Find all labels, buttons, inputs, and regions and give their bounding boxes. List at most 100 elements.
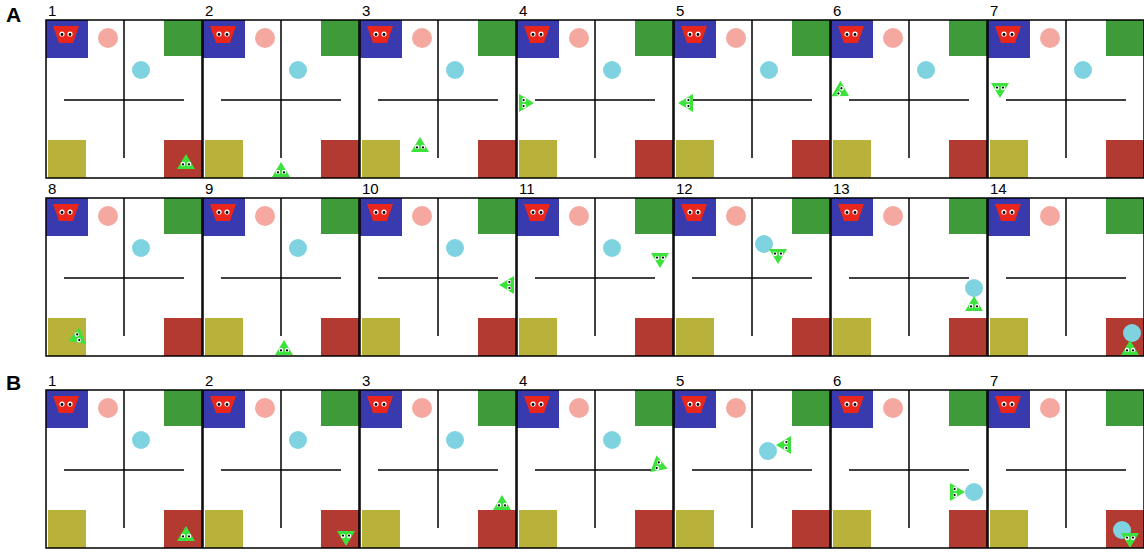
green-agent [519,94,534,112]
blue-square [46,198,88,236]
panel-border [988,198,1144,356]
olive-square [519,140,557,178]
frame-number: 6 [833,373,841,388]
cyan-ball [289,431,307,449]
green-square [949,198,987,234]
green-square [635,20,673,56]
cyan-ball [446,239,464,257]
panel-border [517,390,673,548]
frame-panel [517,20,673,178]
red-agent [681,26,707,43]
blue-square [360,198,402,236]
frame-panel [46,198,202,356]
pink-ball [883,206,903,226]
green-agent [65,327,85,349]
green-square [164,198,202,234]
panel-border [831,198,987,356]
pink-ball [726,206,746,226]
frame-panel [988,20,1144,178]
panel-ground [831,198,987,356]
frame-panel [46,20,202,178]
green-agent [965,296,983,311]
red-agent [681,396,707,413]
cyan-ball [759,442,777,460]
panel-ground [988,390,1144,548]
green-agent [831,81,853,104]
blue-square [988,198,1030,236]
green-agent [991,83,1009,98]
olive-square [519,510,557,548]
red-agent [524,204,550,221]
panel-ground [674,198,830,356]
blue-square [203,390,245,428]
cyan-ball [289,239,307,257]
panel-border [674,390,830,548]
red-agent [524,26,550,43]
red-square [321,318,359,356]
blue-square [831,390,873,428]
blue-square [360,390,402,428]
blue-square [517,198,559,236]
pink-ball [98,206,118,226]
panel-border [46,20,202,178]
frame-number: 11 [519,181,535,196]
green-square [949,20,987,56]
blue-square [674,20,716,58]
frame-panel [831,20,987,178]
frame-panel [988,198,1144,356]
red-agent [53,396,79,413]
wall [437,20,439,158]
olive-square [833,318,871,356]
panel-ground [46,390,202,548]
blue-square [203,20,245,58]
red-agent [995,204,1021,221]
green-agent [499,276,514,294]
panel-border [360,198,516,356]
olive-square [362,510,400,548]
green-agent [1121,340,1139,355]
frame-number: 2 [205,373,213,388]
cyan-ball [603,61,621,79]
green-square [792,198,830,234]
wall [280,20,282,158]
frame-panel [517,390,673,548]
cyan-ball [1074,61,1092,79]
panel-ground [831,20,987,178]
red-square [1106,318,1144,356]
red-square [164,510,202,548]
pink-ball [1040,28,1060,48]
olive-square [362,318,400,356]
red-agent [524,396,550,413]
olive-square [205,318,243,356]
cyan-ball [603,431,621,449]
green-square [164,20,202,56]
frame-panel [203,390,359,548]
panel-border [831,20,987,178]
wall [437,390,439,528]
red-agent [681,204,707,221]
pink-ball [412,28,432,48]
panel-ground [360,20,516,178]
red-square [792,510,830,548]
cyan-ball [132,239,150,257]
red-square [635,318,673,356]
cyan-ball [446,61,464,79]
frame-number: 13 [833,181,850,196]
wall [751,20,753,158]
panel-ground [674,390,830,548]
wall [594,390,596,528]
panel-ground [517,390,673,548]
red-square [1106,140,1144,178]
frame-number: 14 [990,181,1007,196]
green-square [949,390,987,426]
cyan-ball [760,61,778,79]
frame-number: 4 [519,373,527,388]
green-square [321,198,359,234]
blue-square [517,390,559,428]
frame-number: 1 [48,3,56,18]
panel-ground [988,20,1144,178]
red-square [949,318,987,356]
frame-panel [360,198,516,356]
